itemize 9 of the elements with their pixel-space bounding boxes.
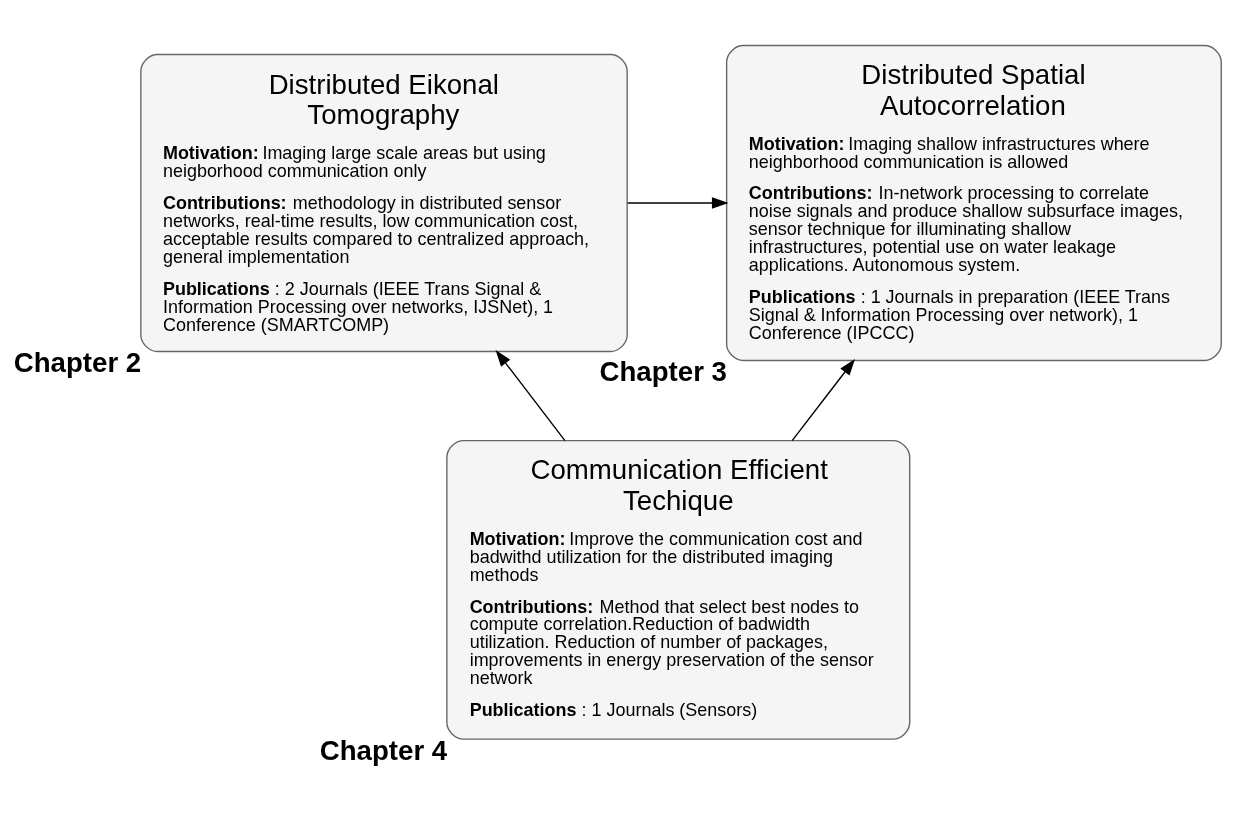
node-label: Chapter 3 <box>599 356 727 388</box>
arrow <box>627 197 729 209</box>
node-label: Chapter 2 <box>13 347 142 379</box>
node-box: Communication Efficient Techique Motivation: Improve the communication cost and badwithd utilization for the distributed imaging methods Contributions: Method that select best nodes to compute correlation.Reduction of badwidth utilization. Reduction of number of packages, improvements in energy preservation of the sensor network Publications: 1 Journals (Sensors) <box>446 439 911 740</box>
arrow <box>791 358 856 442</box>
arrow <box>495 350 566 442</box>
node-label: Chapter 4 <box>319 734 448 766</box>
node-box: Distributed Spatial Autocorrelation Motivation: Imaging shallow infrastructures where neighborhood communication is allowed Contributions: In-network processing to correlate noise signals and produce shallow subsurface images, sensor technique for illuminating shallow infrastructures, potential use on water leakage applications. Autonomous system. Publications: 1 Journals in preparation (IEEE Trans Signal & Information Processing over network), 1 Conference (IPCCC) <box>725 44 1222 362</box>
node-box: Distributed Eikonal Tomography Motivation: Imaging large scale areas but using neigborhood communication only Contributions: methodology in distributed sensor networks, real-time results, low communication cost, acceptable results compared to centralized approach, general implementation Publications: 2 Journals (IEEE Trans Signal & Information Processing over networks, IJSNet), 1 Conference (SMARTCOMP) <box>140 53 628 353</box>
